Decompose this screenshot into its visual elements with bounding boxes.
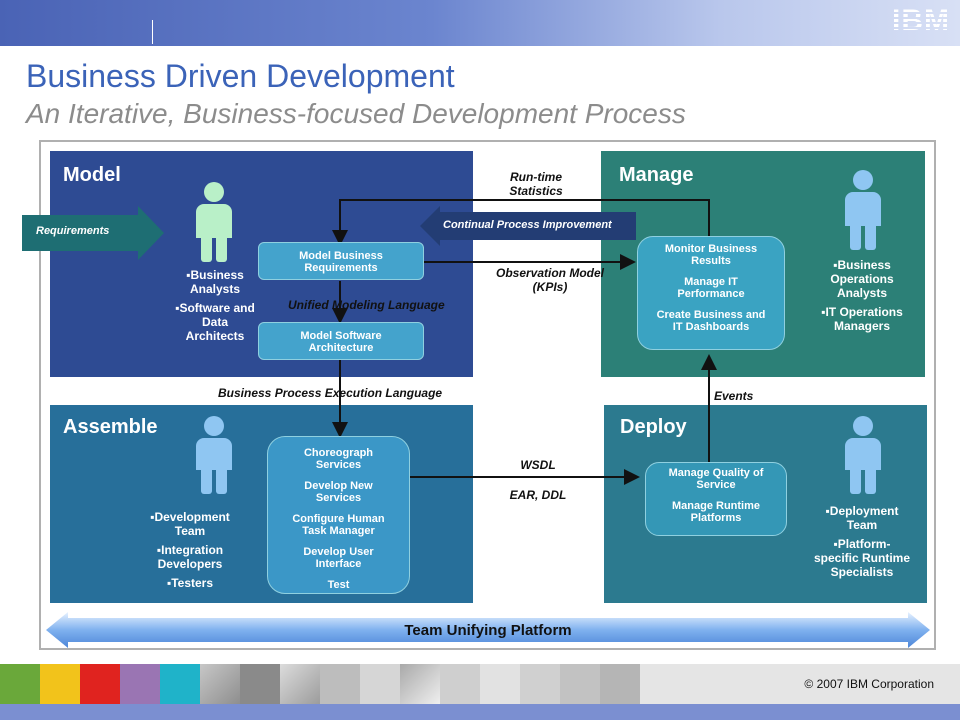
person-icon xyxy=(845,416,881,494)
assemble-steps-box: Choreograph Services Develop New Service… xyxy=(267,436,410,594)
step-label: Create Business and IT Dashboards xyxy=(656,309,766,333)
page-subtitle: An Iterative, Business-focused Developme… xyxy=(26,98,686,129)
step-label: Configure Human Task Manager xyxy=(292,513,385,537)
footer-image-tile xyxy=(520,664,560,704)
step-label: Model Business Requirements xyxy=(299,250,383,274)
role-item: ▪Business Operations Analysts xyxy=(830,258,894,300)
model-software-architecture-box: Model Software Architecture xyxy=(258,322,424,360)
continual-improvement-label: Continual Process Improvement xyxy=(443,219,612,231)
person-icon xyxy=(196,182,232,262)
model-roles: ▪Business Analysts ▪Software and Data Ar… xyxy=(172,268,258,348)
copyright: © 2007 IBM Corporation xyxy=(804,677,934,691)
role-item: ▪Business Analysts xyxy=(186,268,244,296)
deploy-title: Deploy xyxy=(620,416,687,438)
model-title: Model xyxy=(63,164,121,186)
footer-tile-purple xyxy=(120,664,160,704)
header-banner xyxy=(0,0,960,46)
uml-label: Unified Modeling Language xyxy=(288,298,445,312)
requirements-arrow xyxy=(22,206,164,260)
platform-label: Team Unifying Platform xyxy=(404,622,572,639)
footer-image-tile xyxy=(360,664,400,704)
ear-ddl-label: EAR, DDL xyxy=(509,488,567,502)
model-business-requirements-box: Model Business Requirements xyxy=(258,242,424,280)
requirements-label: Requirements xyxy=(36,225,110,237)
deploy-steps-box: Manage Quality of Service Manage Runtime… xyxy=(645,462,787,536)
footer-image-tile xyxy=(320,664,360,704)
footer-image-tile xyxy=(400,664,440,704)
role-item: ▪Deployment Team xyxy=(825,504,899,532)
step-label: Choreograph Services xyxy=(303,447,374,471)
step-label: Manage Runtime Platforms xyxy=(671,500,760,524)
step-label: Test xyxy=(327,579,350,591)
continual-improvement-arrow xyxy=(420,206,636,246)
step-label: Manage IT Performance xyxy=(677,276,745,300)
role-item: ▪IT Operations Managers xyxy=(821,305,903,333)
header-divider xyxy=(152,20,153,44)
role-item: ▪Development Team xyxy=(150,510,230,538)
ibm-logo: IBM xyxy=(892,4,950,37)
role-item: ▪Platform-specific Runtime Specialists xyxy=(813,537,911,579)
footer-image-tile xyxy=(480,664,520,704)
bpel-label: Business Process Execution Language xyxy=(218,386,443,400)
footer-image-tile xyxy=(280,664,320,704)
events-label: Events xyxy=(714,389,754,403)
footer-tile-green xyxy=(0,664,40,704)
assemble-title: Assemble xyxy=(63,416,158,438)
step-label: Monitor Business Results xyxy=(664,243,758,267)
manage-steps-box: Monitor Business Results Manage IT Perfo… xyxy=(637,236,785,350)
role-item: ▪Software and Data Architects xyxy=(175,301,255,343)
manage-roles: ▪Business Operations Analysts ▪IT Operat… xyxy=(812,258,912,338)
footer-tile-cyan xyxy=(160,664,200,704)
person-icon xyxy=(845,170,881,250)
step-label: Model Software Architecture xyxy=(300,330,382,354)
step-label: Develop New Services xyxy=(304,480,373,504)
footer-bar xyxy=(0,704,960,720)
footer-tile-red xyxy=(80,664,120,704)
deploy-roles: ▪Deployment Team ▪Platform-specific Runt… xyxy=(812,504,912,584)
footer-image-tile xyxy=(600,664,640,704)
runtime-statistics-label: Run-time Statistics xyxy=(509,170,563,198)
page-title: Business Driven Development xyxy=(26,58,455,94)
observation-model-label: Observation Model (KPIs) xyxy=(495,266,605,294)
assemble-roles: ▪Development Team ▪Integration Developer… xyxy=(134,510,246,595)
wsdl-label: WSDL xyxy=(520,458,556,472)
footer-image-tile xyxy=(200,664,240,704)
role-item: ▪Integration Developers xyxy=(156,543,224,571)
person-icon xyxy=(196,416,232,494)
manage-title: Manage xyxy=(619,164,694,186)
footer-tile-yellow xyxy=(40,664,80,704)
footer-image-tile xyxy=(240,664,280,704)
step-label: Develop User Interface xyxy=(303,546,374,570)
step-label: Manage Quality of Service xyxy=(668,467,764,491)
footer-image-tile xyxy=(560,664,600,704)
platform-arrow xyxy=(46,612,930,648)
footer-image-tile xyxy=(440,664,480,704)
role-item: ▪Testers xyxy=(166,576,214,590)
